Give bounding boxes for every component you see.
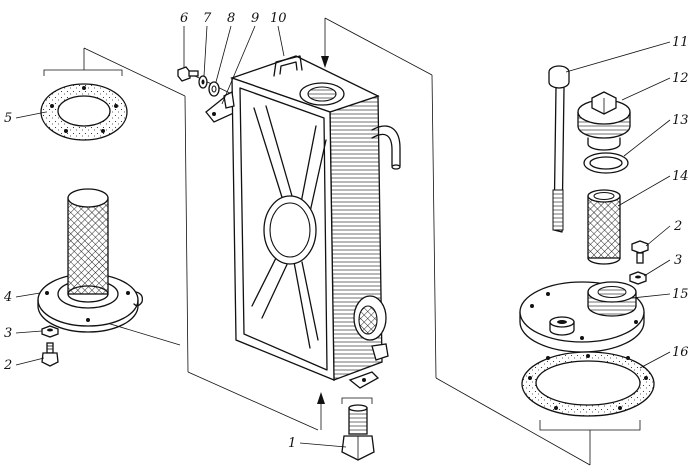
- label-part-16: 16: [672, 345, 689, 360]
- part-3-nut-left: [41, 325, 59, 338]
- part-8-washer: [208, 81, 220, 97]
- leader-lines: [15, 25, 671, 448]
- part-3-nut-right: [629, 271, 647, 285]
- part-labels: 5 4 3 2 6 7 8 9 10 1 11 12 13 14 2 3 15 …: [3, 11, 689, 451]
- label-part-7: 7: [203, 11, 212, 26]
- label-part-2-left: 2: [3, 358, 12, 373]
- label-part-9: 9: [251, 11, 259, 26]
- part-6-bolt: [177, 66, 199, 82]
- label-part-2-right: 2: [673, 219, 682, 234]
- part-4-filter-flange: [37, 188, 144, 333]
- part-15-cover-plate: [519, 281, 645, 353]
- label-part-3-right: 3: [674, 253, 682, 268]
- label-part-1: 1: [288, 436, 296, 451]
- part-5-gasket: [40, 83, 128, 141]
- label-part-14: 14: [672, 169, 689, 184]
- label-part-3-left: 3: [4, 326, 12, 341]
- label-part-6: 6: [180, 11, 188, 26]
- part-16-gasket: [521, 351, 655, 417]
- label-part-13: 13: [672, 113, 689, 128]
- part-14-mesh-filter: [587, 189, 621, 265]
- label-part-10: 10: [270, 11, 287, 26]
- part-2-bolt-left: [41, 342, 59, 367]
- part-2-bolt-right: [631, 240, 649, 264]
- part-10-tank: [223, 55, 401, 389]
- part-11-dipstick: [548, 65, 570, 233]
- label-part-4: 4: [3, 290, 12, 305]
- part-1-drain-plug: [341, 404, 375, 461]
- part-13-seal-ring: [583, 152, 629, 174]
- label-part-8: 8: [227, 11, 235, 26]
- label-part-12: 12: [672, 71, 689, 86]
- part-7-washer: [198, 75, 208, 89]
- label-part-5: 5: [4, 111, 12, 126]
- label-part-15: 15: [672, 287, 689, 302]
- label-part-11: 11: [672, 35, 689, 50]
- part-12-cap: [577, 91, 631, 151]
